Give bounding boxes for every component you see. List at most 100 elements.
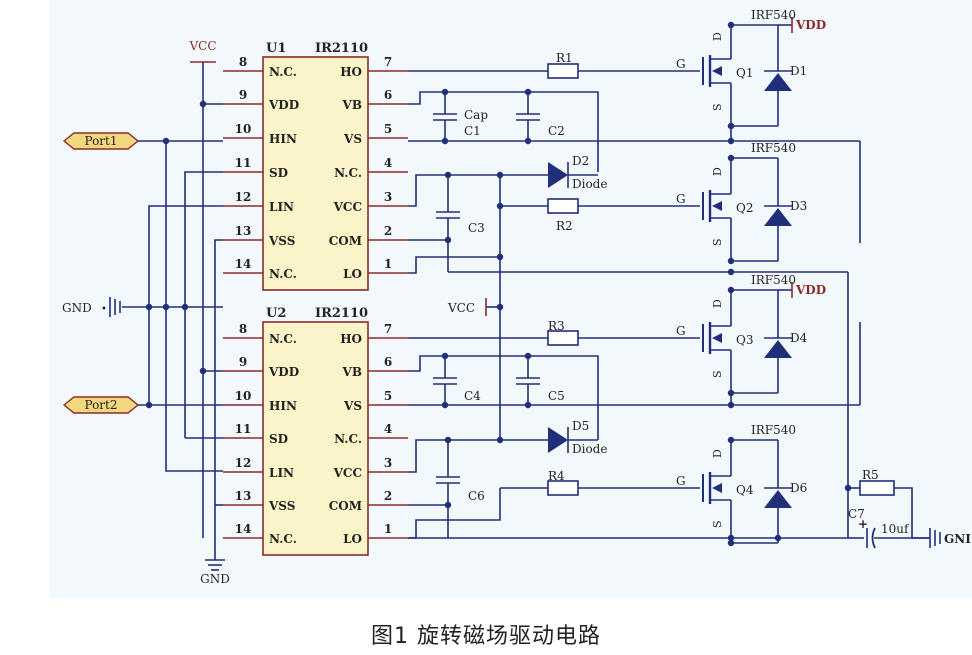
ic-pin-number: 6 (384, 355, 392, 369)
ic-pin-number: 7 (384, 322, 392, 336)
junction-dot (441, 352, 449, 360)
d5-diode (548, 427, 568, 453)
ic-part-number: IR2110 (315, 41, 368, 56)
ic-pin-number: 13 (235, 224, 252, 238)
junction-dot (181, 303, 189, 311)
ic-reference: U1 (266, 41, 286, 56)
c4-label: C4 (464, 389, 481, 403)
junction-dot (496, 303, 504, 311)
c5-label: C5 (548, 389, 565, 403)
figure-caption: 图1 旋转磁场驱动电路 (371, 624, 601, 649)
d2-diode (548, 162, 568, 188)
wire (408, 256, 500, 274)
junction-dot (199, 367, 207, 375)
fet-source-label: S (711, 370, 724, 378)
r2-label: R2 (556, 219, 573, 233)
junction-dot (496, 436, 504, 444)
ic-pin-number: 12 (235, 456, 252, 470)
junction-dot (145, 303, 153, 311)
ic-pin-number: 4 (384, 422, 392, 436)
ic-pin-number: 8 (239, 322, 247, 336)
wire (408, 355, 599, 440)
d2-type-label: Diode (572, 177, 607, 191)
ic-pin-number: 2 (384, 489, 392, 503)
ic-pin-name: LO (343, 532, 362, 546)
body-diode-label: D4 (790, 331, 808, 345)
c7-value: 10uf (881, 522, 910, 536)
d5-type-label: Diode (572, 442, 607, 456)
q4-gate-label: G (676, 474, 686, 488)
wire (148, 205, 223, 405)
ic-pin-number: 8 (239, 55, 247, 69)
junction-dot (727, 257, 735, 265)
junction-dot (524, 88, 532, 96)
vdd-label: VDD (795, 283, 826, 297)
junction-dot (199, 100, 207, 108)
gnd-left-dot: • (101, 304, 107, 315)
ic-part-number: IR2110 (315, 306, 368, 321)
ic-pin-number: 11 (235, 422, 252, 436)
d5-label: D5 (572, 419, 589, 433)
ic-pin-number: 12 (235, 190, 252, 204)
ic-pin-name: N.C. (269, 332, 297, 346)
c6-label: C6 (468, 489, 485, 503)
ic-pin-number: 5 (384, 122, 392, 136)
fet-arrow (712, 333, 722, 343)
ic-pin-name: VDD (268, 365, 299, 379)
ic-pin-number: 11 (235, 156, 252, 170)
r4-body (547, 480, 579, 496)
fet-drain-label: D (711, 449, 724, 458)
fet-part-number: IRF540 (751, 141, 796, 155)
q1-gate-label: G (676, 57, 686, 71)
gnd-bottom-label: GND (200, 572, 230, 586)
fet-reference: Q3 (736, 333, 753, 347)
r3-body (547, 330, 579, 346)
ic-pin-name: HO (340, 65, 362, 79)
fet-part-number: IRF540 (751, 8, 796, 22)
ic-pin-name: VCC (333, 466, 362, 480)
fet-source-label: S (711, 103, 724, 111)
fet-arrow (712, 201, 722, 211)
fet-part-number: IRF540 (751, 423, 796, 437)
ic-pin-name: VS (343, 132, 362, 146)
gnd-right-label: GNI (944, 532, 971, 546)
gnd-left-label: GND (62, 301, 92, 315)
components (62, 17, 941, 571)
c1-extra-label: Cap (464, 108, 488, 122)
ic-pin-number: 6 (384, 88, 392, 102)
ic-pin-name: SD (269, 432, 288, 446)
r3-label: R3 (548, 319, 565, 333)
fet-drain-label: D (711, 299, 724, 308)
ic-pin-name: LIN (269, 466, 294, 480)
ic-body (262, 56, 369, 291)
ic-pin-name: SD (269, 166, 288, 180)
ic-pin-name: LO (343, 267, 362, 281)
c7-curved-plate (871, 527, 876, 549)
junction-dot (727, 137, 735, 145)
ic-pin-number: 9 (239, 355, 247, 369)
port2-label: Port2 (84, 398, 117, 412)
ic-pin-name: VDD (268, 98, 299, 112)
fet-reference: Q2 (736, 201, 753, 215)
r2-body (547, 198, 579, 214)
junction-dot (727, 436, 735, 444)
junction-dot (727, 539, 735, 547)
ic-pin-number: 2 (384, 224, 392, 238)
r4-label: R4 (548, 469, 565, 483)
ic-pin-name: COM (329, 234, 362, 248)
junction-dot (727, 21, 735, 29)
d2-label: D2 (572, 154, 589, 168)
junction-dot (844, 484, 852, 492)
ic-pin-name: HIN (269, 399, 297, 413)
ic-pin-name: VSS (268, 234, 295, 248)
ic-pin-name: LIN (269, 200, 294, 214)
fet-drain-label: D (711, 167, 724, 176)
ic-pin-number: 3 (384, 190, 392, 204)
ic-pin-number: 4 (384, 156, 392, 170)
junction-dot (727, 286, 735, 294)
ic-pin-name: HIN (269, 132, 297, 146)
ic-pin-name: VS (343, 399, 362, 413)
wires (122, 21, 930, 560)
